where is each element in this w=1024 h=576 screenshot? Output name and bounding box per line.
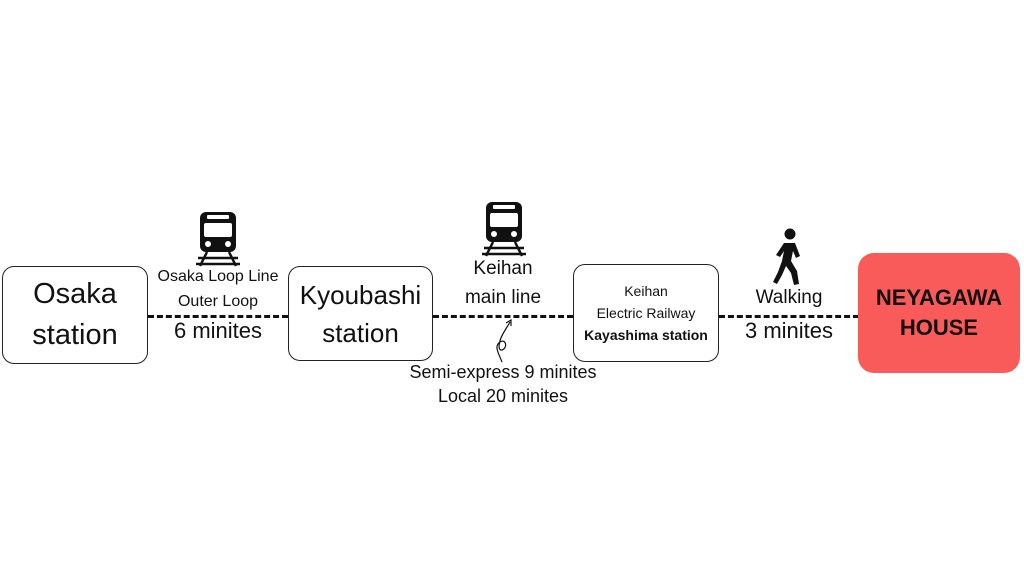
osaka-station-suffix: station [32, 319, 118, 351]
osaka-station-name: Osaka [33, 278, 117, 310]
connector-osaka-kyoubashi [148, 315, 288, 318]
curly-arrow-icon [496, 318, 512, 363]
keihan-line-type: main line [464, 287, 542, 308]
neyagawa-house-box: NEYAGAWA HOUSE [858, 253, 1020, 373]
kayashima-station-name: Kayashima station [584, 327, 708, 343]
kayashima-company-line1: Keihan [624, 283, 668, 299]
loop-line-time: 6 minites [173, 318, 263, 343]
train-icon [482, 202, 526, 257]
keihan-line-name: Keihan [473, 258, 533, 279]
osaka-station-box: Osaka station [2, 266, 148, 364]
loop-line-direction: Outer Loop [177, 293, 259, 310]
connector-kyoubashi-kayashima [433, 315, 573, 318]
walking-label: Walking [755, 287, 823, 308]
connector-kayashima-neyagawa [719, 315, 859, 318]
walking-person-icon [773, 228, 800, 285]
kayashima-company-line2: Electric Railway [596, 305, 696, 321]
loop-line-name: Osaka Loop Line [157, 268, 279, 285]
train-icon [196, 212, 240, 267]
neyagawa-house-title: NEYAGAWA [875, 285, 1003, 310]
local-time: Local 20 minites [437, 386, 569, 406]
walking-time: 3 minites [744, 318, 834, 343]
kyoubashi-station-suffix: station [322, 317, 399, 348]
kayashima-station-box: Keihan Electric Railway Kayashima statio… [573, 264, 719, 362]
kyoubashi-station-box: Kyoubashi station [288, 266, 433, 361]
semi-express-time: Semi-express 9 minites [409, 362, 597, 382]
kyoubashi-station-name: Kyoubashi [299, 279, 422, 310]
neyagawa-house-subtitle: HOUSE [899, 315, 979, 340]
